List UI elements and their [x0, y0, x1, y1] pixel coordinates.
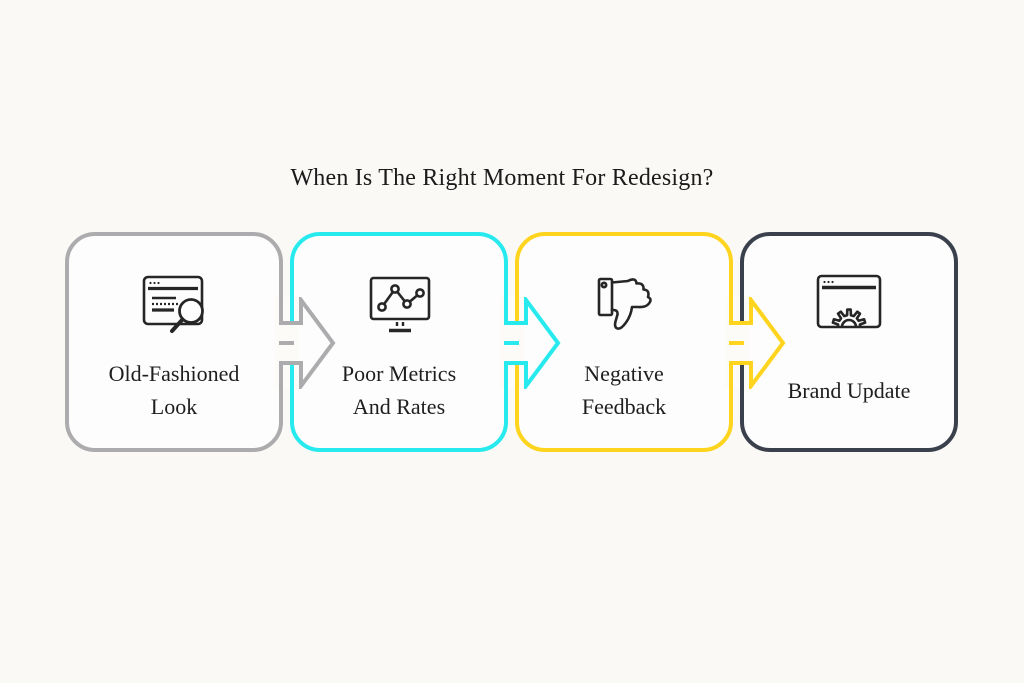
arrow-connector-1 — [275, 297, 336, 389]
monitor-neck — [395, 322, 405, 326]
monitor-chart-icon — [369, 276, 431, 333]
browser-gear-icon — [816, 274, 882, 329]
monitor-outline — [369, 276, 431, 321]
arrow-outline — [729, 297, 786, 389]
step-label-line: Feedback — [581, 394, 667, 419]
gear-inner-arc — [840, 318, 858, 328]
arrow-connector-2 — [500, 297, 561, 389]
arrow-connector-3 — [725, 297, 786, 389]
step-label: Negative Feedback — [525, 350, 723, 430]
browser-dot — [831, 280, 834, 284]
step-label-line: Poor Metrics — [341, 361, 457, 386]
step-label-line: Brand Update — [787, 377, 911, 403]
browser-dot — [149, 281, 152, 285]
browser-window-outline — [142, 275, 204, 326]
chart-point — [377, 302, 387, 312]
thumb-hand-outline — [610, 278, 652, 330]
chart-point — [402, 299, 412, 309]
browser-window-outline — [816, 274, 882, 329]
gear-teeth-outline — [831, 308, 867, 328]
step-label-line: Negative — [584, 361, 664, 386]
step-label: Old-Fashioned Look — [75, 350, 273, 430]
magnifier-handle — [170, 317, 185, 333]
chart-point — [415, 288, 425, 298]
step-card-brand-update: Brand Update — [740, 232, 958, 452]
step-card-old-fashioned-look: Old-Fashioned Look — [65, 232, 283, 452]
browser-dot — [823, 280, 826, 284]
chart-line — [380, 286, 421, 308]
page-title: When Is The Right Moment For Redesign? — [290, 165, 714, 191]
step-label-line: Old-Fashioned — [108, 361, 240, 386]
step-label-line: Look — [150, 394, 198, 419]
thumb-cuff — [597, 277, 614, 317]
magnifier-lens — [178, 298, 204, 324]
step-label: Brand Update — [750, 350, 948, 430]
arrow-outline — [504, 297, 561, 389]
chart-point — [390, 284, 400, 294]
thumbs-down-icon — [597, 277, 652, 330]
arrow-outline — [279, 297, 336, 389]
thumb-cuff-dot — [600, 281, 608, 289]
browser-dot — [157, 281, 160, 285]
browser-dot — [827, 280, 830, 284]
step-label: Poor Metrics And Rates — [300, 350, 498, 430]
step-label-line: And Rates — [352, 394, 446, 419]
browser-search-icon — [142, 275, 204, 333]
browser-dot — [153, 281, 156, 285]
